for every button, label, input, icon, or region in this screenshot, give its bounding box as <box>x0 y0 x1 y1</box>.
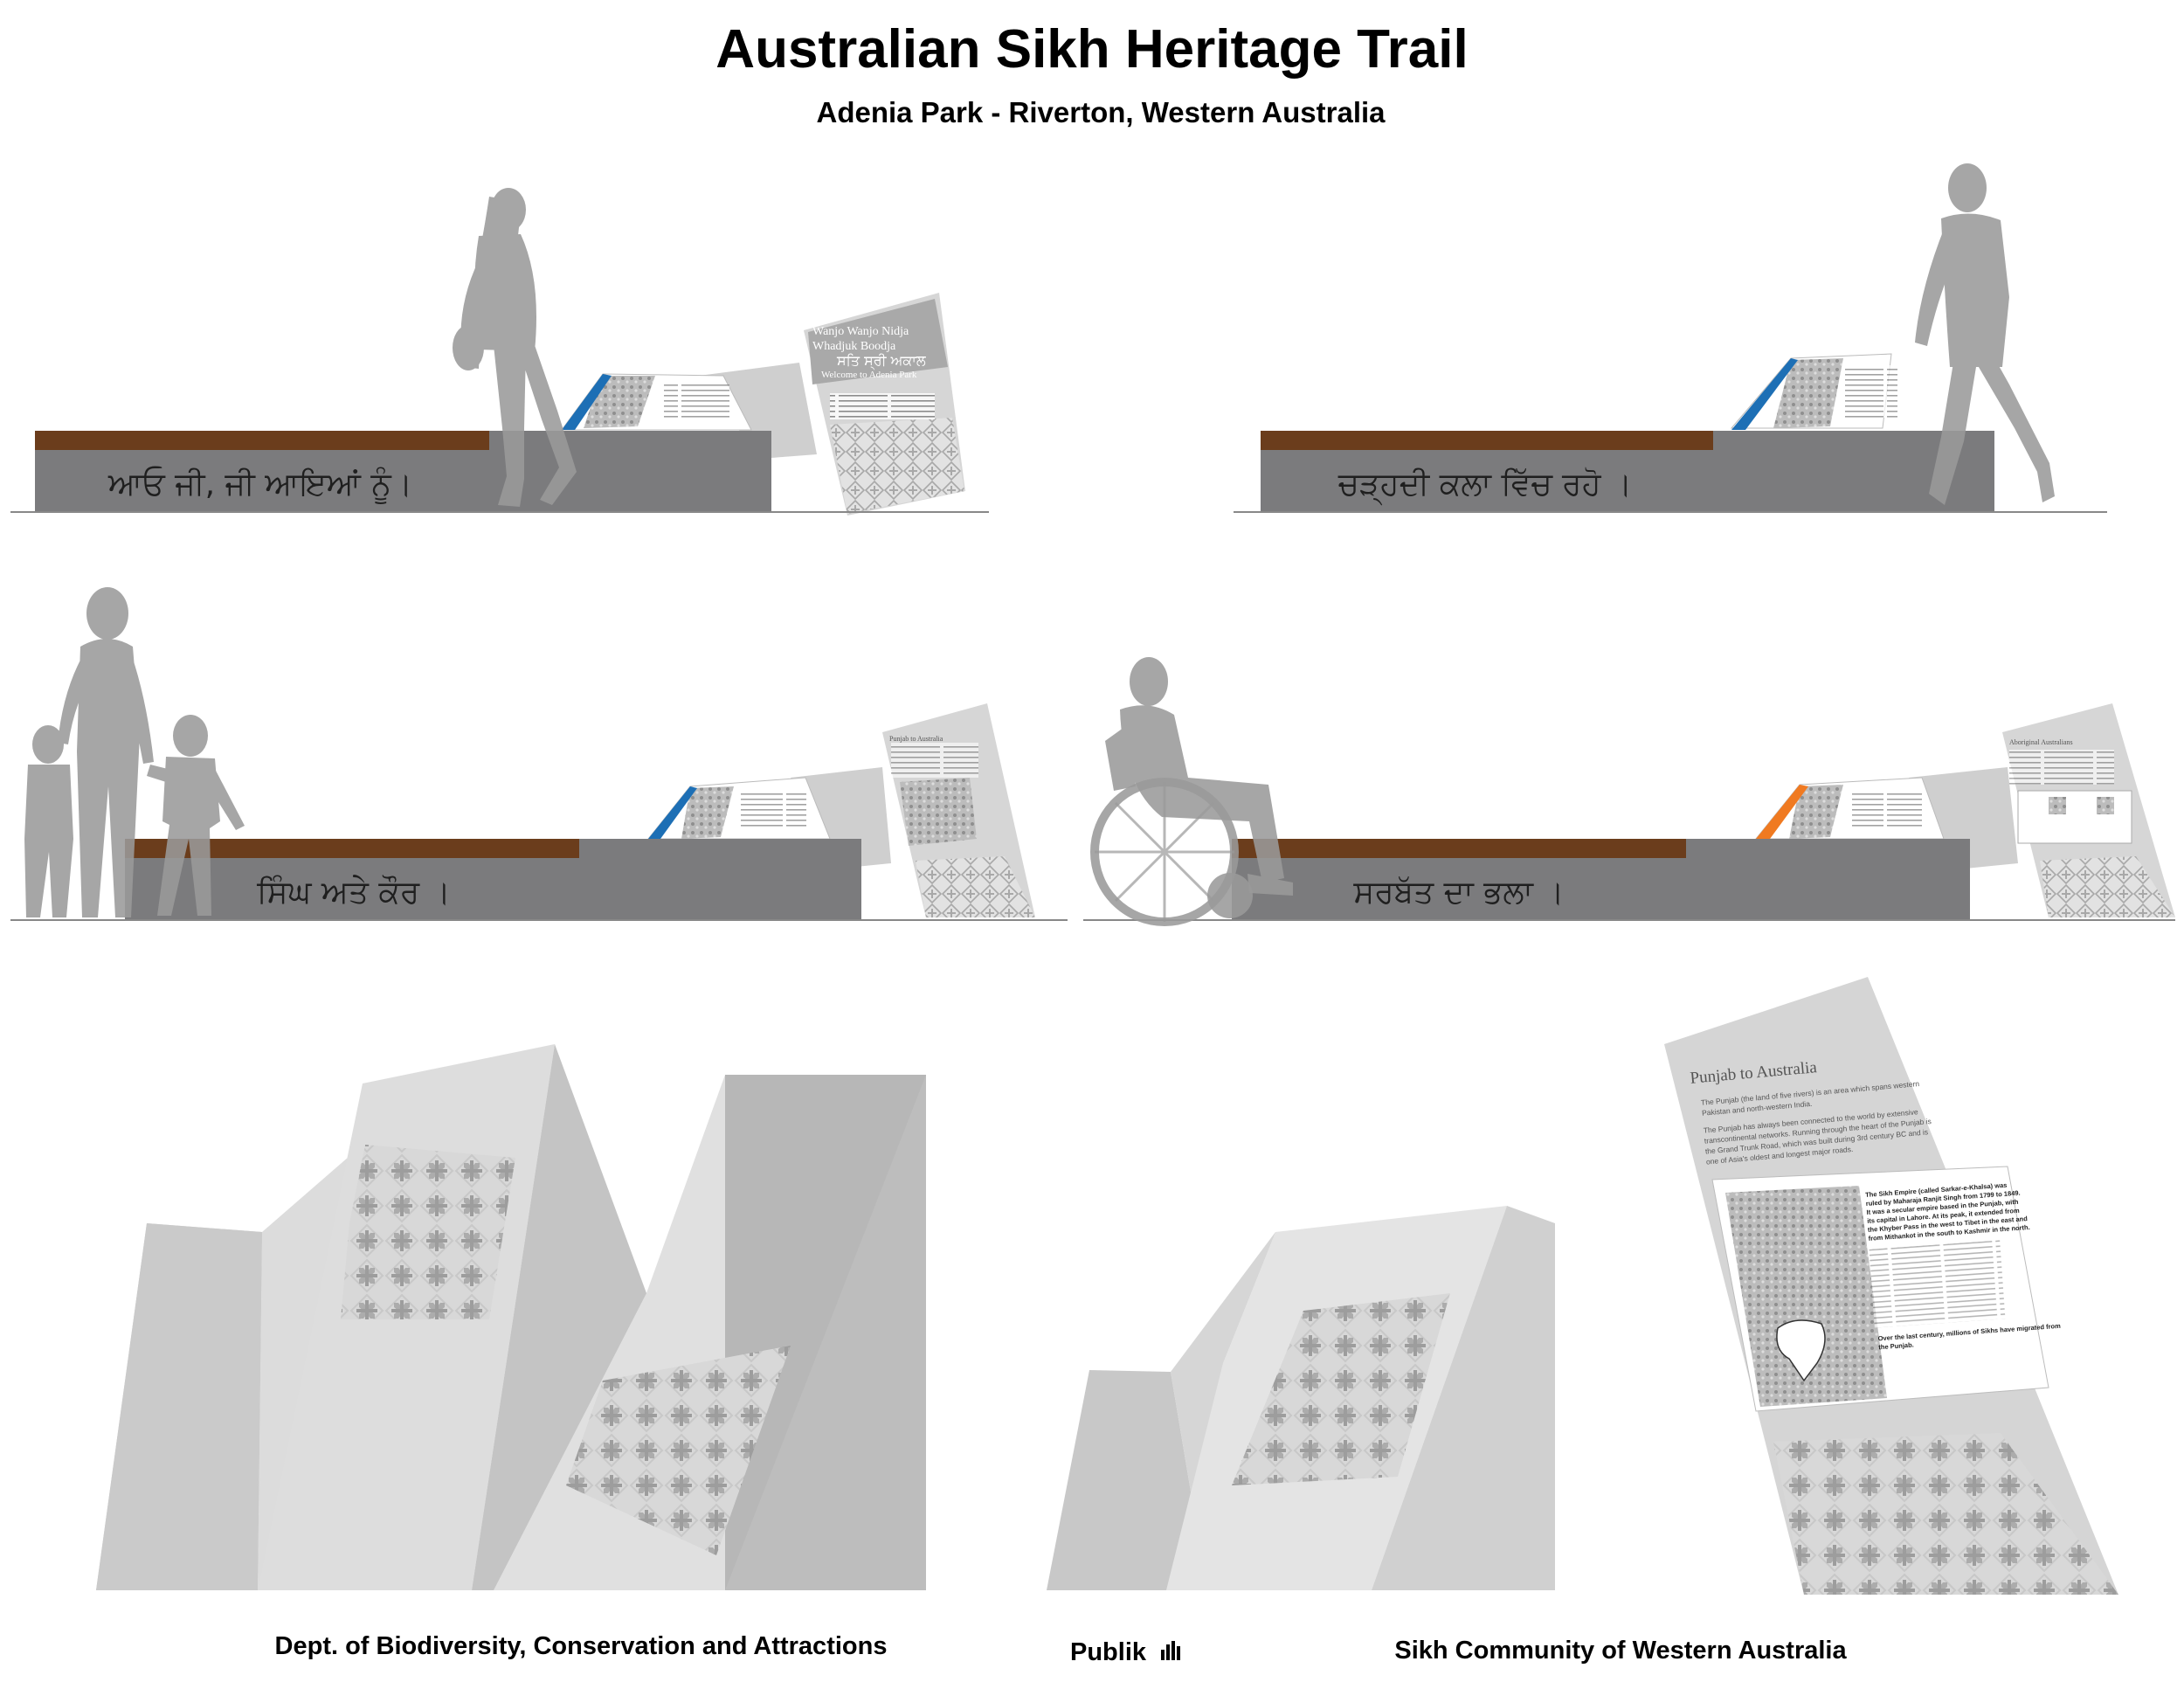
footer-dbca: Dept. of Biodiversity, Conservation and … <box>275 1632 888 1660</box>
bench-inscription-1: ਆਓ ਜੀ, ਜੀ ਆਇਆਂ ਨੂੰ। <box>107 466 412 504</box>
folded-panel-structure <box>96 1044 926 1590</box>
info-box-closing-2: the Punjab. <box>1878 1341 1914 1352</box>
welcome-sign-line1: Wanjo Wanjo Nidja <box>812 325 909 338</box>
publik-logo: Publik <box>1070 1638 1180 1666</box>
publik-wordmark: Publik <box>1070 1638 1147 1666</box>
small-panel-title-punjab: Punjab to Australia <box>889 735 943 743</box>
sikh-motif-pattern <box>341 1145 515 1319</box>
page-subtitle: Adenia Park - Riverton, Western Australi… <box>816 96 1386 128</box>
blue-accent <box>648 786 697 839</box>
bench-wood-seat <box>1261 431 1713 450</box>
blue-accent <box>562 374 612 430</box>
bench-inscription-3: ਸਿੰਘ ਅਤੇ ਕੌਰ । <box>256 875 451 910</box>
bench-wood-seat <box>35 431 489 450</box>
welcome-sign-caption: Welcome to Adenia Park <box>821 370 917 380</box>
man-walking-silhouette <box>1915 163 2055 505</box>
elevation-singh-kaur-bench: Punjab to Australia ਸਿੰਘ ਅਤੇ ਕੌਰ । <box>10 587 1068 921</box>
bench-inscription-4: ਸਰਬੱਤ ਦਾ ਭਲਾ । <box>1352 875 1564 910</box>
page-title: Australian Sikh Heritage Trail <box>715 19 1468 80</box>
wheelchair-user-silhouette <box>1090 657 1293 926</box>
orange-accent <box>1756 785 1808 839</box>
elevation-chardi-kala-bench: ਚੜ੍ਹਦੀ ਕਲਾ ਵਿੱਚ ਰਹੋ । <box>1234 163 2107 513</box>
footer-sikh-community: Sikh Community of Western Australia <box>1394 1637 1847 1665</box>
small-panel-title-aboriginal: Aboriginal Australians <box>2009 738 2073 746</box>
welcome-sign-line2: Whadjuk Boodja <box>812 340 896 353</box>
india-map-icon <box>1776 1319 1826 1382</box>
welcome-sign-gurmukhi: ਸਤਿ ਸ੍ਰੀ ਅਕਾਲ <box>836 352 927 370</box>
publik-bars-icon <box>1161 1641 1180 1660</box>
bench-wood-seat <box>1232 839 1686 858</box>
blue-accent <box>1731 358 1798 430</box>
panel-detail-view: Punjab to Australia The Punjab (the land… <box>1047 977 2118 1595</box>
family-silhouette <box>24 587 245 917</box>
bench-wood-seat <box>125 839 579 858</box>
elevation-welcome-bench: Wanjo Wanjo Nidja Whadjuk Boodja ਸਤਿ ਸ੍ਰ… <box>10 188 989 516</box>
sikh-motif-pattern <box>566 1346 791 1555</box>
bench-inscription-2: ਚੜ੍ਹਦੀ ਕਲਾ ਵਿੱਚ ਰਹੋ । <box>1337 467 1633 505</box>
woman-walking-silhouette <box>453 188 577 507</box>
historic-engraving-image <box>1725 1186 1887 1407</box>
sikh-motif-pattern <box>1232 1293 1450 1485</box>
elevation-sarbat-da-bhala-bench: Aboriginal Australians ਸਰਬੱਤ ਦਾ ਭਲਾ । <box>1083 657 2175 926</box>
sikh-motif-pattern <box>1773 1433 2118 1595</box>
